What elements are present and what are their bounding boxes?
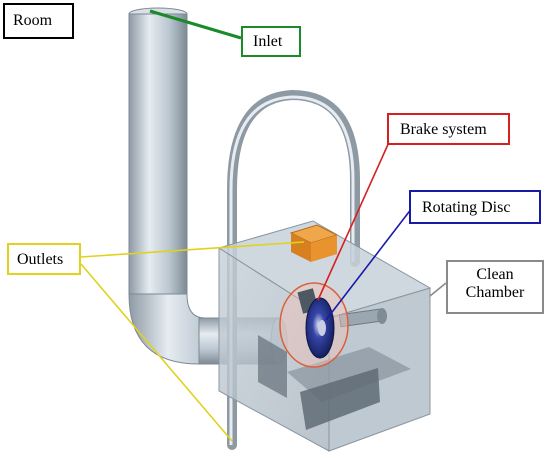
orange-box-front (291, 233, 311, 262)
leader-disc (325, 207, 413, 321)
shaft-end (377, 308, 387, 324)
clean-chamber-box (217, 220, 432, 452)
inner-baffle-left (258, 335, 287, 398)
inlet-label: Inlet (241, 26, 301, 57)
leader-outlets-upper (80, 241, 305, 258)
leader-clean-chamber (429, 282, 447, 297)
clean-chamber-label-line1: Clean (476, 266, 514, 283)
orange-box-side (311, 235, 337, 262)
leader-outlets-lower (80, 263, 233, 442)
inner-baffle-front (300, 368, 380, 430)
rotating-disc-label: Rotating Disc (409, 190, 541, 224)
clean-chamber-label: Clean Chamber (446, 260, 544, 314)
leader-inlet (149, 9, 242, 40)
disc-hub (318, 320, 326, 336)
leader-brake (317, 139, 391, 301)
outlet-tube-highlight (229, 95, 355, 445)
outlets-label: Outlets (7, 243, 81, 275)
brake-system-label: Brake system (387, 113, 510, 145)
duct-vertical (128, 13, 188, 295)
room-label: Room (3, 3, 74, 39)
leader-lines (80, 9, 447, 442)
clean-chamber-label-line2: Chamber (465, 284, 525, 301)
